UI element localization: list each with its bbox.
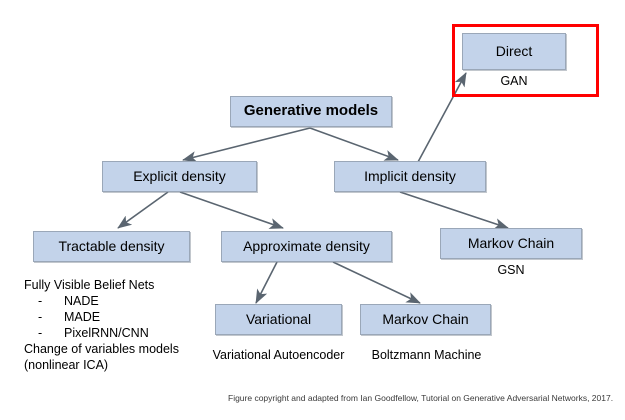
edge-root-to-implicit bbox=[309, 127, 399, 161]
tractable-examples-lead: Fully Visible Belief Nets bbox=[24, 278, 155, 292]
bullet-dash: - bbox=[38, 294, 43, 308]
node-markov-chain-gsn-label: Markov Chain bbox=[467, 234, 555, 251]
node-generative-models-label: Generative models bbox=[243, 102, 379, 120]
list-item: - NADE bbox=[38, 293, 214, 309]
edge-approximate-to-markov-chain-boltzmann bbox=[332, 261, 421, 304]
list-item-label: NADE bbox=[64, 294, 99, 308]
tractable-density-examples: Fully Visible Belief Nets - NADE - MADE … bbox=[24, 277, 214, 373]
list-item: - PixelRNN/CNN bbox=[38, 325, 214, 341]
node-tractable-density[interactable]: Tractable density bbox=[33, 231, 190, 262]
caption-boltzmann-machine: Boltzmann Machine bbox=[363, 348, 490, 362]
caption-gan: GAN bbox=[462, 74, 566, 88]
node-explicit-density[interactable]: Explicit density bbox=[102, 161, 257, 192]
edge-explicit-to-approximate bbox=[179, 191, 284, 229]
edge-explicit-to-tractable bbox=[117, 191, 169, 229]
list-item-label: MADE bbox=[64, 310, 101, 324]
caption-variational-autoencoder: Variational Autoencoder bbox=[198, 348, 359, 362]
tractable-examples-list: - NADE - MADE - PixelRNN/CNN bbox=[24, 293, 214, 341]
list-item: - MADE bbox=[38, 309, 214, 325]
node-variational[interactable]: Variational bbox=[215, 304, 342, 335]
node-generative-models[interactable]: Generative models bbox=[230, 96, 392, 127]
caption-variational-autoencoder-text: Variational Autoencoder bbox=[212, 348, 345, 362]
node-explicit-density-label: Explicit density bbox=[133, 167, 226, 184]
bullet-dash: - bbox=[38, 326, 43, 340]
node-variational-label: Variational bbox=[245, 310, 312, 327]
list-item-label: PixelRNN/CNN bbox=[64, 326, 149, 340]
node-direct[interactable]: Direct bbox=[462, 33, 566, 70]
figure-credit: Figure copyright and adapted from Ian Go… bbox=[228, 393, 614, 403]
node-tractable-density-label: Tractable density bbox=[58, 237, 165, 254]
caption-gsn: GSN bbox=[440, 263, 582, 277]
node-markov-chain-boltzmann-label: Markov Chain bbox=[382, 310, 469, 327]
bullet-dash: - bbox=[38, 310, 43, 324]
edge-approximate-to-variational bbox=[255, 261, 278, 304]
tractable-examples-tail-line-2: (nonlinear ICA) bbox=[24, 358, 109, 372]
node-direct-label: Direct bbox=[495, 42, 533, 59]
node-markov-chain-gsn[interactable]: Markov Chain bbox=[440, 228, 582, 259]
node-approximate-density-label: Approximate density bbox=[243, 237, 370, 254]
node-approximate-density[interactable]: Approximate density bbox=[221, 231, 392, 262]
caption-gsn-text: GSN bbox=[497, 263, 525, 277]
node-implicit-density[interactable]: Implicit density bbox=[334, 161, 486, 192]
node-implicit-density-label: Implicit density bbox=[364, 167, 456, 184]
caption-boltzmann-machine-text: Boltzmann Machine bbox=[371, 348, 482, 362]
caption-gan-text: GAN bbox=[500, 74, 528, 88]
tractable-examples-tail-line-1: Change of variables models bbox=[24, 342, 179, 356]
edge-root-to-explicit bbox=[182, 127, 311, 163]
node-markov-chain-boltzmann[interactable]: Markov Chain bbox=[360, 304, 491, 335]
edge-implicit-to-markov-chain-gsn bbox=[399, 191, 509, 230]
edge-implicit-to-direct bbox=[417, 72, 467, 163]
